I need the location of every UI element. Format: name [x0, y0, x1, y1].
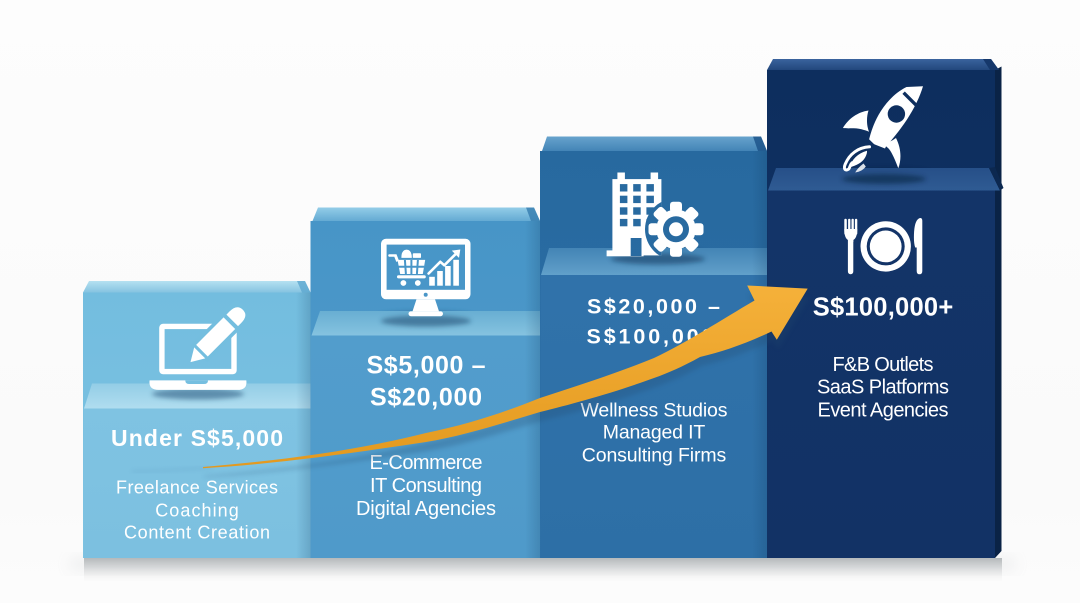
svg-text:Under S$5,000: Under S$5,000 — [111, 425, 283, 451]
svg-text:F&B Outlets: F&B Outlets — [833, 354, 934, 376]
svg-text:Consulting Firms: Consulting Firms — [582, 445, 727, 467]
svg-text:S$20,000: S$20,000 — [370, 383, 482, 411]
svg-text:S$100,000+: S$100,000+ — [813, 294, 954, 322]
svg-text:IT Consulting: IT Consulting — [370, 475, 482, 497]
svg-text:Managed IT: Managed IT — [603, 422, 706, 444]
svg-text:Coaching: Coaching — [155, 501, 239, 521]
svg-text:Digital Agencies: Digital Agencies — [356, 498, 496, 520]
svg-text:S$5,000 –: S$5,000 – — [367, 351, 486, 379]
svg-text:SaaS Platforms: SaaS Platforms — [817, 377, 949, 399]
svg-text:Wellness Studios: Wellness Studios — [581, 399, 728, 421]
svg-text:Content Creation: Content Creation — [124, 523, 270, 543]
svg-text:Event Agencies: Event Agencies — [818, 400, 949, 422]
svg-text:Freelance Services: Freelance Services — [116, 478, 278, 498]
svg-text:E-Commerce: E-Commerce — [370, 452, 483, 474]
